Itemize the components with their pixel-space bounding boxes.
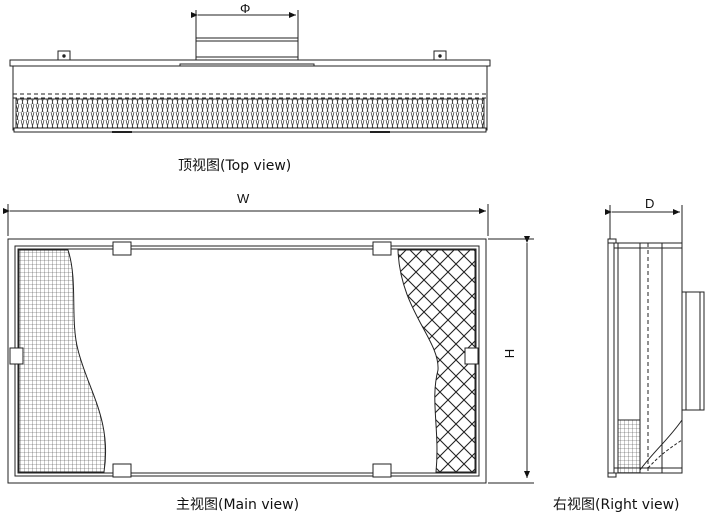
right-view-caption: 右视图(Right view) <box>553 497 680 513</box>
clip-left <box>9 347 24 365</box>
right-flange <box>607 239 615 477</box>
clip-top-right <box>372 241 392 256</box>
depth-label: D <box>645 196 655 211</box>
top-view <box>9 10 491 133</box>
main-cross-mesh <box>397 249 476 473</box>
top-filter-media <box>15 98 485 129</box>
width-label: W <box>237 191 250 206</box>
right-collar <box>681 291 705 411</box>
top-flange <box>9 59 491 67</box>
clip-top-left <box>112 241 132 256</box>
height-label: H <box>502 348 518 359</box>
clip-bottom-right <box>372 463 392 478</box>
top-view-caption: 顶视图(Top view) <box>178 158 292 174</box>
main-view-caption: 主视图(Main view) <box>176 497 300 513</box>
main-grid-mesh <box>18 249 107 473</box>
clip-bottom-left <box>112 463 132 478</box>
main-view <box>3 204 534 484</box>
clip-right <box>464 347 479 365</box>
right-view <box>605 205 705 478</box>
phi-label: Φ <box>240 1 251 16</box>
right-filter-media <box>617 419 641 474</box>
